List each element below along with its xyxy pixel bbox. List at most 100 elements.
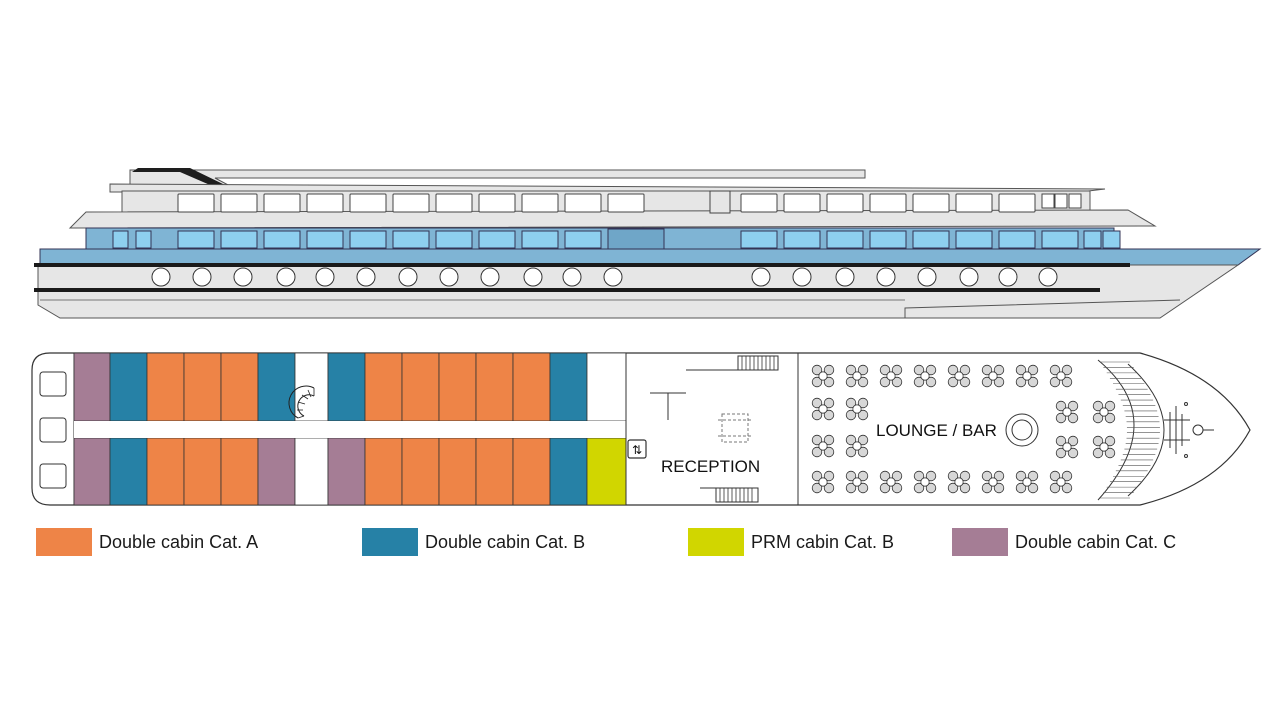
upper-deck-windows: [177, 190, 1082, 214]
sun-deck-canopy: [129, 169, 866, 187]
table-top: [886, 371, 896, 381]
upper-window: [521, 193, 559, 213]
lounge-table-icon: [845, 397, 869, 421]
lounge-table-icon: [1015, 470, 1039, 494]
cabin-cat_a: [401, 352, 440, 422]
panorama-window: [263, 230, 301, 249]
lounge-label: LOUNGE / BAR: [876, 421, 997, 440]
porthole: [523, 267, 543, 287]
chair: [1104, 400, 1116, 412]
cabin-cat_b: [109, 352, 148, 422]
chair: [1049, 364, 1061, 376]
chair: [1015, 482, 1027, 494]
cabin-cat_b: [549, 437, 588, 506]
cabin-cat_a: [364, 352, 403, 422]
chair: [891, 482, 903, 494]
chair: [1061, 482, 1073, 494]
porthole: [315, 267, 335, 287]
lounge-table-icon: [981, 470, 1005, 494]
lounge-table-icon: [1055, 435, 1079, 459]
spiral-staircase-icon: [288, 385, 315, 419]
panorama-panel: [607, 228, 665, 250]
upper-window: [826, 193, 864, 213]
lounge-table-icon: [1092, 400, 1116, 424]
chair: [1067, 412, 1079, 424]
legend-item-cat_b: Double cabin Cat. B: [362, 528, 585, 556]
lounge-table-icon: [811, 397, 835, 421]
chair: [857, 446, 869, 458]
lounge-table-icon: [845, 434, 869, 458]
cabin-cat_c: [73, 352, 111, 422]
chair: [947, 482, 959, 494]
panorama-window: [306, 230, 344, 249]
panorama-window: [740, 230, 778, 249]
table-top: [1056, 371, 1066, 381]
panorama-window-small: [1102, 230, 1121, 249]
chair: [993, 470, 1005, 482]
chair: [823, 446, 835, 458]
hull-detail: [904, 299, 1181, 318]
lounge-table-icon: [879, 364, 903, 388]
sun-deck-stripe: [132, 168, 225, 185]
chair: [857, 482, 869, 494]
chair: [891, 364, 903, 376]
chair: [1104, 435, 1116, 447]
porthole: [562, 267, 582, 287]
porthole: [835, 267, 855, 287]
legend-item-cat_a: Double cabin Cat. A: [36, 528, 258, 556]
lounge-table-icon: [947, 470, 971, 494]
panorama-window-small: [112, 230, 129, 249]
chair: [811, 409, 823, 421]
chair: [811, 376, 823, 388]
chair: [811, 397, 823, 409]
stern-box: [39, 417, 67, 443]
chair: [925, 376, 937, 388]
panorama-window: [955, 230, 993, 249]
chair: [959, 376, 971, 388]
chair: [811, 470, 823, 482]
chair: [913, 482, 925, 494]
cabin-cat_a: [401, 437, 440, 506]
upper-window: [263, 193, 301, 213]
panorama-window: [826, 230, 864, 249]
chair: [857, 376, 869, 388]
table-top: [988, 477, 998, 487]
porthole: [959, 267, 979, 287]
upper-window: [912, 193, 950, 213]
chair: [959, 482, 971, 494]
cabin-cat_a: [220, 352, 259, 422]
panorama-window-small: [1083, 230, 1102, 249]
cabin-cat_a: [183, 352, 222, 422]
chair: [1015, 364, 1027, 376]
chair: [925, 482, 937, 494]
legend-label: Double cabin Cat. A: [99, 531, 259, 552]
chair: [1015, 376, 1027, 388]
chair: [1055, 412, 1067, 424]
chair: [845, 376, 857, 388]
cabin-cat_a: [364, 437, 403, 506]
porthole: [480, 267, 500, 287]
stairs-bottom-icon: [700, 487, 759, 503]
lounge-table-icon: [811, 470, 835, 494]
chair: [1027, 364, 1039, 376]
chair: [947, 470, 959, 482]
cabin-cat_b: [549, 352, 588, 422]
upper-window: [392, 193, 430, 213]
chair: [993, 376, 1005, 388]
lounge-table-icon: [879, 470, 903, 494]
chair: [1104, 412, 1116, 424]
table-top: [1099, 442, 1109, 452]
legend-swatch: [362, 528, 418, 556]
deck-plan: ⇅ RECEPTION LOUNGE / BAR: [31, 352, 1251, 506]
legend-label: PRM cabin Cat. B: [751, 531, 895, 552]
table-top: [852, 404, 862, 414]
upper-window: [998, 193, 1036, 213]
upper-window: [607, 193, 645, 213]
porthole: [876, 267, 896, 287]
upper-window: [349, 193, 387, 213]
lounge-table-icon: [1092, 435, 1116, 459]
porthole: [276, 267, 296, 287]
porthole: [192, 267, 212, 287]
panorama-window: [869, 230, 907, 249]
chair: [913, 470, 925, 482]
